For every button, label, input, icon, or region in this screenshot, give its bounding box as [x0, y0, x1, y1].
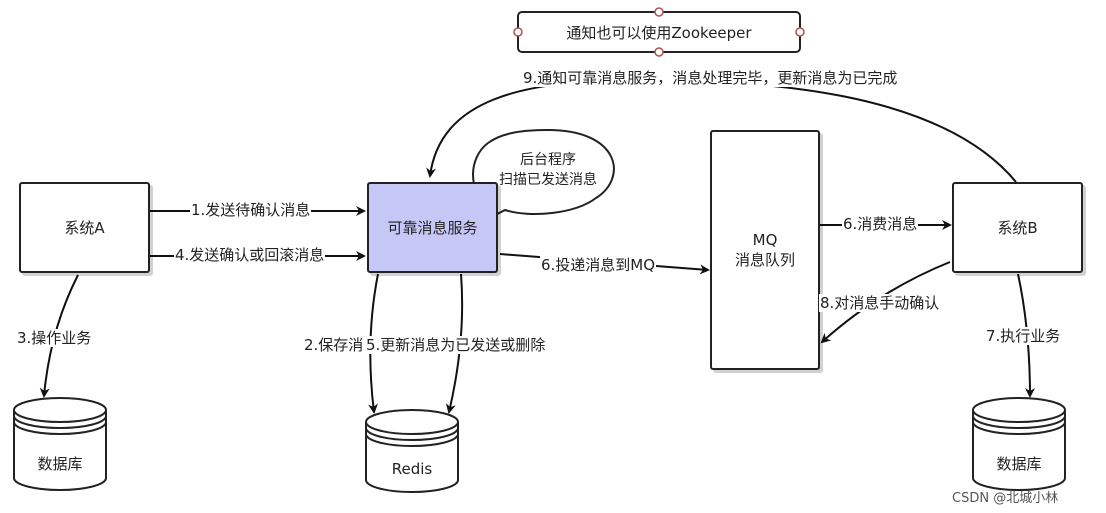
mq-sublabel: 消息队列	[734, 251, 795, 269]
note-handle-top	[654, 7, 664, 17]
system-b-box: 系统B	[952, 182, 1083, 273]
cylinder-redis	[365, 409, 459, 493]
edge-1-label: 1.发送待确认消息	[190, 201, 312, 219]
redis-label: Redis	[391, 460, 433, 478]
edge-7-label: 7.执行业务	[985, 327, 1062, 345]
edge-4-label: 4.发送确认或回滚消息	[174, 246, 326, 264]
db-right-label: 数据库	[996, 455, 1042, 473]
edge-5-label: 5.更新消息为已发送或删除	[365, 336, 547, 354]
watermark: CSDN @北城小林	[952, 491, 1059, 506]
edge-9-label: 9.通知可靠消息服务，消息处理完毕，更新消息为已完成	[522, 69, 899, 87]
edge-3-label: 3.操作业务	[16, 329, 93, 347]
note-label: 通知也可以使用Zookeeper	[566, 23, 752, 42]
note-text: 通知也可以使用Zookeeper	[520, 14, 798, 50]
cylinder-db-right	[972, 397, 1066, 491]
note-handle-bottom	[654, 47, 664, 57]
system-b-label: 系统B	[997, 219, 1038, 237]
service-label: 可靠消息服务	[387, 219, 478, 237]
mq-label: MQ	[752, 231, 778, 249]
edge-6b-label: 6.消费消息	[842, 215, 919, 233]
edge-2-label: 2.保存消	[303, 336, 364, 354]
note-handle-left	[513, 27, 523, 37]
edge-6-label: 6.投递消息到MQ	[540, 256, 657, 274]
system-a-box: 系统A	[19, 182, 150, 273]
mq-box: MQ 消息队列	[710, 130, 820, 370]
bubble-line-1: 后台程序	[520, 152, 576, 168]
bubble-shape	[472, 128, 615, 227]
bubble-text: 后台程序 扫描已发送消息	[478, 150, 618, 190]
cylinder-db-left	[13, 397, 107, 491]
note-handle-right	[795, 27, 805, 37]
bubble-line-2: 扫描已发送消息	[499, 172, 597, 188]
edge-8-label: 8.对消息手动确认	[819, 294, 941, 312]
reliable-message-service-box: 可靠消息服务	[367, 182, 498, 273]
system-a-label: 系统A	[64, 219, 105, 237]
db-left-label: 数据库	[37, 455, 83, 473]
